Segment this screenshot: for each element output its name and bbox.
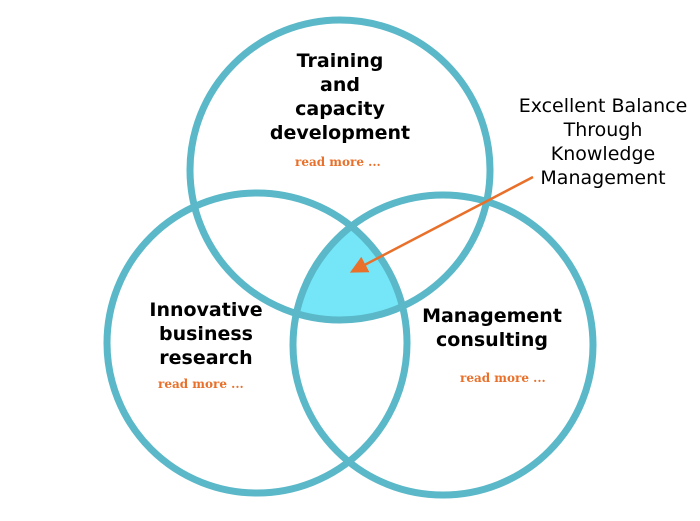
circle-consulting [289, 191, 597, 499]
training-title: Training and capacity development [269, 50, 411, 144]
consulting-read-more-link[interactable]: read more ... [460, 371, 546, 385]
training-read-more-link[interactable]: read more ... [295, 155, 381, 169]
consulting-title: Management consulting [422, 305, 562, 351]
annotation-text: Excellent Balance Through Knowledge Mana… [518, 95, 688, 189]
research-read-more-link[interactable]: read more ... [158, 377, 244, 391]
circle-research [103, 189, 411, 497]
circle-training [186, 16, 494, 324]
research-title: Innovative business research [149, 299, 263, 369]
annotation-arrow [349, 175, 534, 273]
